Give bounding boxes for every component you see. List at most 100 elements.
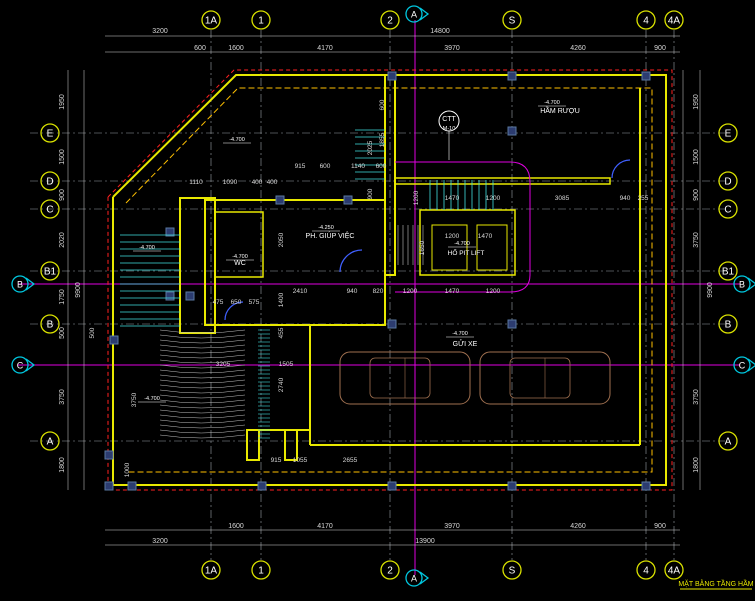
dim-stair: 3085 (555, 195, 570, 202)
axis-bubble-d-label: D (46, 177, 53, 188)
dim-interior-row1: 1140 (351, 163, 365, 170)
ramp-hatch (159, 384, 246, 389)
dim-vertical: 455 (278, 327, 285, 338)
dim-bottom: 900 (654, 523, 666, 530)
structural-column (127, 481, 137, 491)
ramp-hatch (159, 404, 246, 409)
axis-bubble-e-right-label: E (725, 129, 732, 140)
dim-bottom: 4170 (317, 523, 333, 530)
ctt-callout-label: CTT (442, 116, 456, 123)
dim-bottom-interior: 3205 (216, 361, 231, 368)
structural-column (343, 195, 353, 205)
axis-bubble-2-bottom-label: 2 (387, 566, 393, 577)
axis-bubble-c-right-label: C (724, 205, 731, 216)
dim-stair: 940 (620, 195, 631, 202)
axis-bubble-4a-bottom (664, 560, 684, 580)
ramp-column (246, 429, 260, 461)
axis-bubble-c (40, 199, 60, 219)
level-mark: -4.700 (544, 100, 560, 106)
ramp-hatch (159, 429, 246, 434)
dim-interior-row3: 820 (373, 288, 384, 295)
axis-bubble-b1 (40, 261, 60, 281)
dim-top: 3970 (444, 45, 460, 52)
ramp-hatch (159, 434, 246, 439)
axis-bubble-e (40, 123, 60, 143)
dim-top-total: 14800 (430, 28, 450, 35)
ramp-hatch (159, 399, 246, 404)
axis-bubble-s-bottom-label: S (509, 566, 516, 577)
dim-left: 1800 (59, 457, 66, 473)
room-label-wc: WC (234, 260, 246, 267)
axis-bubble-1a (201, 10, 221, 30)
ramp-column-2 (284, 429, 298, 461)
dim-interior-row1: 600 (376, 163, 387, 170)
axis-bubble-1-bottom-label: 1 (258, 566, 264, 577)
structural-column (507, 319, 517, 329)
axis-bubble-4a (664, 10, 684, 30)
axis-bubble-a-right-label: A (725, 437, 732, 448)
dim-vertical: 2740 (278, 377, 285, 392)
section-marker-left-b-label: B (17, 280, 23, 290)
structural-column (507, 71, 517, 81)
dim-interior-row4: 575 (249, 299, 260, 306)
dim-left-total: 9900 (75, 282, 82, 298)
section-marker-right-b-label: B (739, 280, 745, 290)
dim-vertical: 500 (89, 327, 96, 338)
section-marker-left-b (11, 275, 29, 293)
axis-bubble-b1-right (718, 261, 738, 281)
section-marker-bottom-arrow (419, 571, 430, 585)
axis-bubble-b-right (718, 314, 738, 334)
structural-column (387, 481, 397, 491)
ramp-hatch (159, 424, 246, 429)
dim-interior-row3: 2410 (293, 288, 308, 295)
room-label-parking: GỬI XE (453, 339, 478, 348)
axis-bubble-4 (636, 10, 656, 30)
axis-bubble-b1-right-label: B1 (722, 267, 735, 278)
dim-right-total: 9900 (707, 282, 714, 298)
axis-bubble-1a-label: 1A (205, 16, 218, 27)
dim-top: 600 (194, 45, 206, 52)
axis-bubble-4a-bottom-label: 4A (668, 566, 681, 577)
section-marker-bottom-label: A (411, 574, 417, 584)
lift-zone-outline (395, 161, 531, 293)
room-label-lift-pit: HỐ PIT LIFT (448, 247, 485, 257)
axis-bubble-4-label: 4 (643, 16, 649, 27)
door-swing-wine (611, 159, 631, 179)
dim-right: 1950 (693, 94, 700, 110)
dim-interior-row2: 400 (252, 179, 263, 186)
dim-top-total-left: 3200 (152, 28, 168, 35)
axis-bubble-d-right-label: D (724, 177, 731, 188)
car-cabin (509, 357, 571, 399)
ramp-hatch (159, 389, 246, 394)
parked-cars (339, 351, 611, 405)
structural-column (104, 481, 114, 491)
dim-right: 1500 (693, 149, 700, 165)
axis-bubble-d (40, 171, 60, 191)
site-boundary (107, 69, 673, 491)
axis-bubble-b1-label: B1 (44, 267, 57, 278)
structural-column (104, 450, 114, 460)
lift-pit-inner (431, 224, 468, 271)
dim-right: 900 (693, 189, 700, 201)
stairs (120, 129, 494, 439)
dim-left: 500 (59, 327, 66, 339)
dim-vertical: 3750 (131, 392, 138, 407)
level-mark: -4.700 (229, 137, 245, 143)
drawing-title: MẶT BẰNG TẦNG HẦM (678, 578, 753, 588)
structural-column (387, 319, 397, 329)
ramp-hatch (159, 339, 246, 344)
dim-interior-row4: 475 (213, 299, 224, 306)
structural-column (275, 195, 285, 205)
structural-column (507, 481, 517, 491)
dim-lift: 1200 (445, 233, 460, 240)
dim-interior-row4: 650 (231, 299, 242, 306)
dim-lift: 1470 (478, 233, 493, 240)
axis-bubble-1-label: 1 (258, 16, 264, 27)
structural-column (641, 71, 651, 81)
axis-bubble-1a-bottom-label: 1A (205, 566, 218, 577)
dim-right: 1800 (693, 457, 700, 473)
structural-column (165, 291, 175, 301)
dim-left: 900 (59, 189, 66, 201)
